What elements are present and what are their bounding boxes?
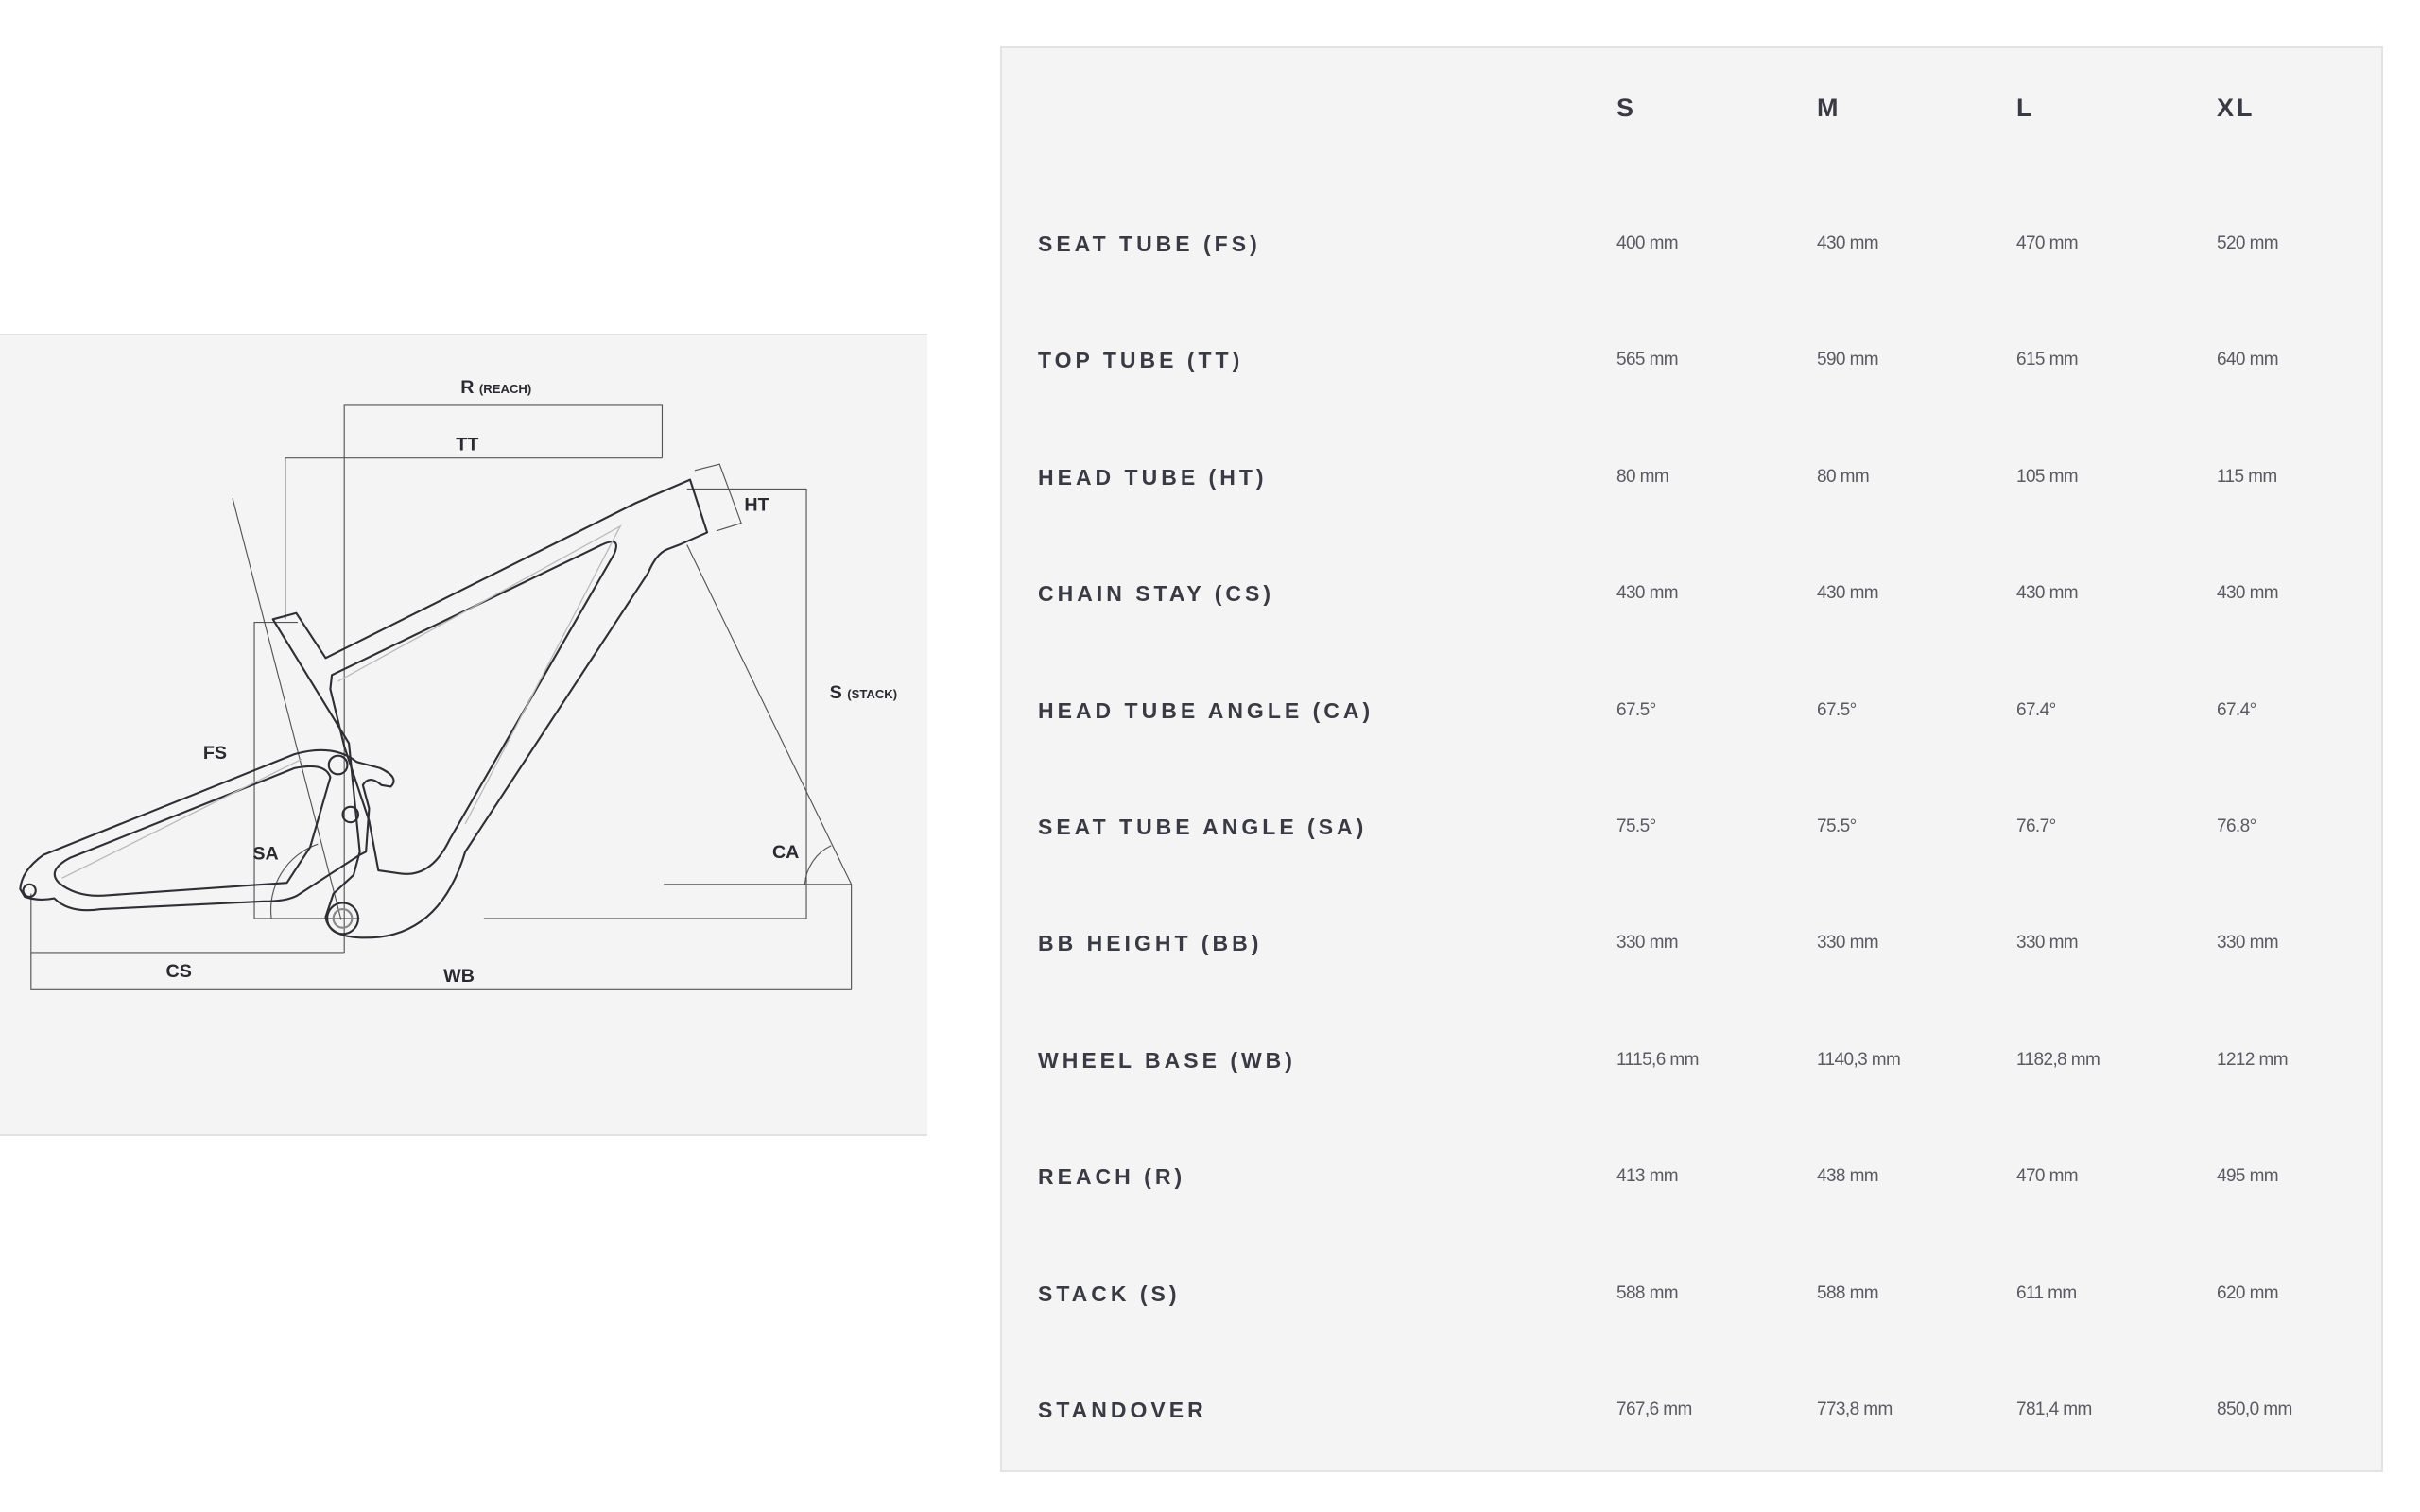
bb-inner — [332, 907, 354, 929]
wheelbase-dimension — [30, 893, 852, 990]
row-value: 67.4° — [2016, 699, 2056, 720]
main-pivot — [327, 754, 349, 776]
table-row: HEAD TUBE (HT) 80 mm 80 mm 105 mm 115 mm — [1002, 458, 2381, 496]
head-angle-label: CA — [772, 842, 799, 863]
row-value: 520 mm — [2217, 233, 2279, 253]
table-row: SEAT TUBE ANGLE (SA) 75.5° 75.5° 76.7° 76.8° — [1002, 808, 2381, 846]
row-value: 588 mm — [1616, 1282, 1679, 1303]
row-value: 430 mm — [1616, 583, 1679, 604]
row-value: 773,8 mm — [1817, 1400, 1893, 1419]
row-value: 850,0 mm — [2217, 1400, 2292, 1419]
row-value: 430 mm — [1817, 233, 1879, 253]
bike-frame-geometry-diagram: R (REACH) TT HT S (STACK) FS SA CA CS WB — [19, 377, 898, 990]
head-angle-arc — [804, 845, 832, 885]
row-value: 620 mm — [2217, 1282, 2279, 1303]
row-value: 1212 mm — [2217, 1049, 2289, 1070]
size-header-l: L — [2016, 94, 2035, 122]
row-value: 75.5° — [1817, 816, 1857, 836]
geometry-diagram-panel: R (REACH) TT HT S (STACK) FS SA CA CS WB — [0, 334, 927, 1136]
row-label: SEAT TUBE ANGLE (SA) — [1038, 815, 1368, 839]
row-value: 781,4 mm — [2016, 1400, 2092, 1419]
row-value: 76.7° — [2016, 816, 2056, 836]
row-label: HEAD TUBE ANGLE (CA) — [1038, 697, 1374, 723]
row-value: 105 mm — [2016, 466, 2079, 487]
reach-dimension — [343, 404, 664, 953]
table-row: STANDOVER 767,6 mm 773,8 mm 781,4 mm 850,0 m… — [1002, 1391, 2381, 1429]
row-value: 565 mm — [1616, 350, 1679, 370]
table-row: HEAD TUBE ANGLE (CA) 67.5° 67.5° 67.4° 67.4° — [1002, 692, 2381, 730]
chain-stay-label: CS — [166, 961, 192, 982]
row-label: CHAIN STAY (CS) — [1038, 581, 1274, 607]
table-row: WHEEL BASE (WB) 1115,6 mm 1140,3 mm 1182,8 … — [1002, 1041, 2381, 1079]
head-tube-dimension — [694, 463, 742, 532]
row-value: 470 mm — [2016, 233, 2079, 253]
size-header-xl: XL — [2217, 94, 2256, 122]
front-triangle-inner — [329, 541, 617, 875]
row-value: 1140,3 mm — [1817, 1049, 1901, 1070]
row-value: 430 mm — [1817, 583, 1879, 604]
seat-angle-arc — [269, 843, 319, 919]
size-header-s: S — [1616, 94, 1637, 122]
table-row: SEAT TUBE (FS) 400 mm 430 mm 470 mm 520 mm — [1002, 225, 2381, 263]
top-tube-dimension — [285, 457, 663, 620]
row-value: 430 mm — [2217, 583, 2279, 604]
row-value: 611 mm — [2016, 1282, 2077, 1303]
bottom-bracket — [326, 902, 360, 936]
table-row: STACK (S) 588 mm 588 mm 611 mm 620 mm — [1002, 1275, 2381, 1313]
table-row: REACH (R) 413 mm 438 mm 470 mm 495 mm — [1002, 1158, 2381, 1195]
row-value: 495 mm — [2217, 1166, 2279, 1187]
row-value: 470 mm — [2016, 1166, 2079, 1187]
wheel-base-label: WB — [443, 966, 475, 987]
head-angle-lines — [664, 544, 853, 990]
row-value: 1115,6 mm — [1616, 1049, 1699, 1070]
row-value: 75.5° — [1616, 816, 1656, 836]
row-label: BB HEIGHT (BB) — [1038, 931, 1263, 956]
row-value: 615 mm — [2016, 350, 2079, 370]
row-value: 330 mm — [1616, 933, 1679, 954]
link-pivot — [341, 805, 360, 824]
size-header-m: M — [1817, 94, 1841, 122]
row-value: 430 mm — [2016, 583, 2079, 604]
seat-angle-label: SA — [252, 844, 278, 865]
row-value: 80 mm — [1817, 466, 1870, 487]
row-label: TOP TUBE (TT) — [1038, 348, 1244, 373]
row-value: 640 mm — [2217, 350, 2279, 370]
seat-tube-axis — [232, 498, 342, 920]
row-value: 588 mm — [1817, 1282, 1879, 1303]
stack-label: S (STACK) — [830, 682, 898, 703]
row-value: 1182,8 mm — [2016, 1049, 2100, 1070]
row-value: 67.5° — [1616, 699, 1656, 720]
table-row: CHAIN STAY (CS) 430 mm 430 mm 430 mm 430 mm — [1002, 575, 2381, 612]
seat-tube-label: FS — [203, 743, 227, 764]
row-label: STACK (S) — [1038, 1280, 1181, 1306]
table-row: TOP TUBE (TT) 565 mm 590 mm 615 mm 640 mm — [1002, 341, 2381, 379]
row-value: 76.8° — [2217, 816, 2256, 836]
stack-dimension — [483, 488, 807, 919]
row-label: STANDOVER — [1038, 1398, 1207, 1422]
row-value: 330 mm — [1817, 933, 1879, 954]
row-value: 330 mm — [2016, 933, 2079, 954]
row-value: 80 mm — [1616, 466, 1669, 487]
row-label: SEAT TUBE (FS) — [1038, 232, 1261, 256]
row-value: 400 mm — [1616, 233, 1679, 253]
row-value: 767,6 mm — [1616, 1400, 1692, 1419]
row-value: 67.4° — [2217, 699, 2256, 720]
row-value: 590 mm — [1817, 350, 1879, 370]
head-tube-label: HT — [744, 494, 769, 515]
row-value: 330 mm — [2217, 933, 2279, 954]
rear-triangle — [19, 748, 395, 912]
row-value: 115 mm — [2217, 466, 2277, 487]
rear-triangle-inner — [53, 765, 332, 897]
row-label: WHEEL BASE (WB) — [1038, 1047, 1296, 1073]
row-label: REACH (R) — [1038, 1164, 1186, 1190]
row-value: 67.5° — [1817, 699, 1857, 720]
row-value: 438 mm — [1817, 1166, 1879, 1187]
row-label: HEAD TUBE (HT) — [1038, 464, 1268, 490]
reach-label: R (REACH) — [460, 377, 531, 398]
dropout-axle — [22, 883, 37, 898]
geometry-table: S M L XL SEAT TUBE (FS) 400 mm 430 mm 470 m… — [1000, 46, 2383, 1472]
top-tube-label: TT — [456, 434, 478, 455]
row-value: 413 mm — [1616, 1166, 1679, 1187]
table-row: BB HEIGHT (BB) 330 mm 330 mm 330 mm 330 mm — [1002, 924, 2381, 962]
